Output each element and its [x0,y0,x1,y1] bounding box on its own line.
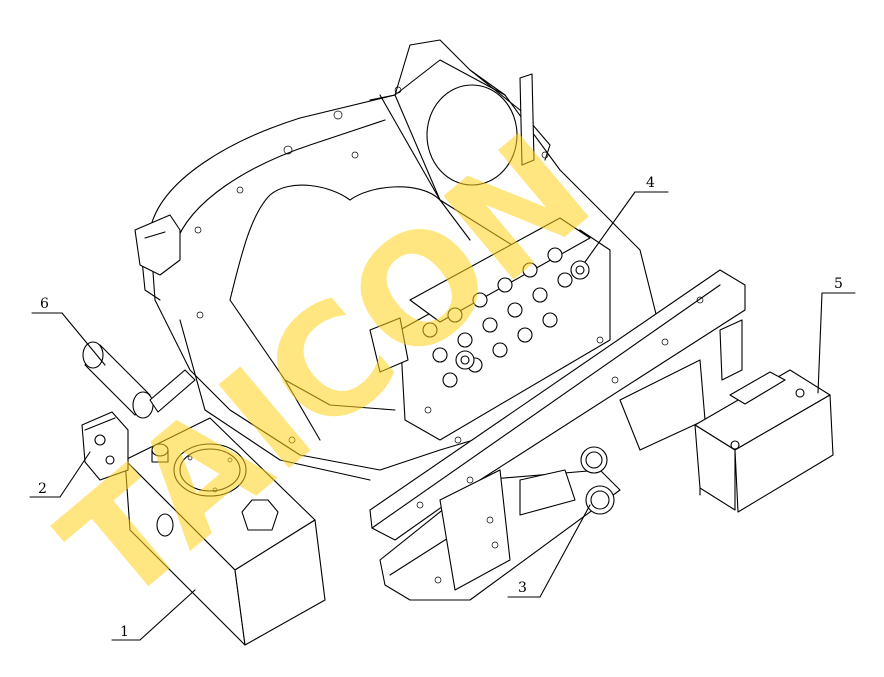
battery-box [694,369,834,513]
tank-valve [81,411,129,481]
callout-5: 5 [817,276,856,394]
callout-1: 1 [111,589,196,641]
valve-spools [422,247,590,388]
callout-4-label: 4 [646,175,655,191]
cross-beam [369,269,746,601]
callout-2-label: 2 [38,481,47,497]
callout-5-label: 5 [834,276,843,292]
oil-filter [82,341,196,419]
callout-3-label: 3 [518,580,527,596]
callout-2: 2 [29,451,91,498]
callout-3: 3 [507,504,591,598]
callout-6: 6 [31,296,106,366]
callout-4: 4 [584,175,669,263]
callout-6-label: 6 [40,296,49,312]
hydraulic-tank [124,417,326,646]
callout-1-label: 1 [120,624,129,640]
control-valve-bank [369,217,611,444]
